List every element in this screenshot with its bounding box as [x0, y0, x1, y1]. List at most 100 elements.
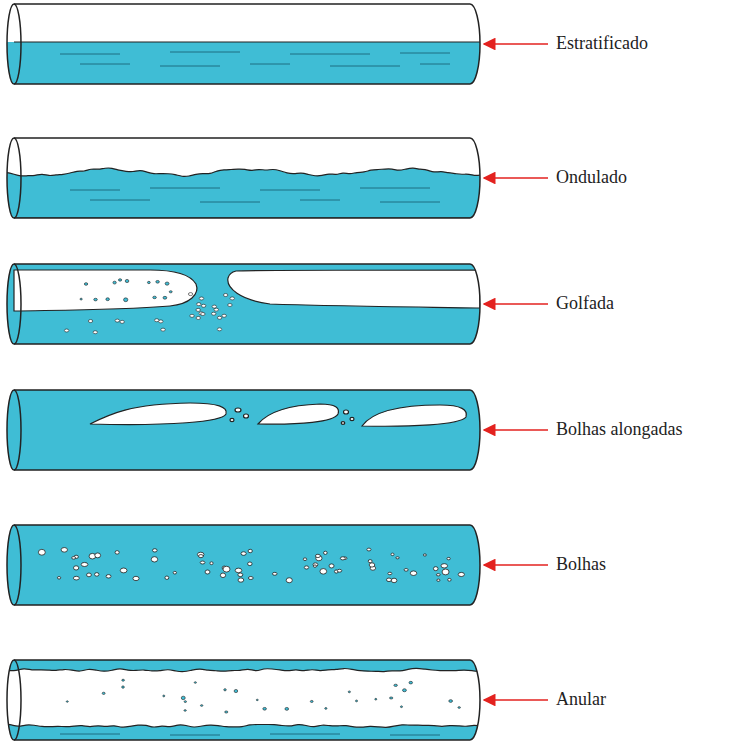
bubble	[386, 578, 391, 582]
bubble	[196, 316, 200, 319]
bubble	[88, 320, 92, 323]
pipe-wall	[14, 660, 480, 740]
flow-pattern-label: Bolhas alongadas	[556, 419, 682, 441]
pipe-outline	[7, 390, 548, 470]
bubble	[152, 549, 157, 552]
bubble	[64, 329, 68, 332]
bubble	[122, 686, 125, 688]
bubble	[159, 320, 163, 323]
bubble	[122, 679, 125, 681]
bubble	[155, 319, 159, 322]
bubble	[38, 549, 45, 555]
flow-pattern-label: Bolhas	[556, 554, 606, 576]
bubble	[200, 561, 205, 564]
leader-arrow	[484, 303, 548, 305]
bubble	[84, 283, 87, 286]
leader-arrow	[484, 429, 548, 431]
bubble	[93, 331, 97, 334]
flow-pattern-label: Anular	[556, 689, 606, 711]
bubble	[337, 569, 342, 572]
pipe-outline	[7, 4, 548, 84]
bubble	[436, 574, 440, 576]
bubble	[106, 298, 110, 301]
bubble	[396, 557, 399, 559]
leader-arrow	[484, 564, 548, 566]
pipe-outline	[7, 138, 548, 218]
bubble	[409, 681, 413, 684]
bubble	[115, 551, 119, 555]
bubble	[310, 700, 313, 702]
bubble	[228, 304, 232, 307]
bubble	[205, 570, 210, 574]
pipe-wall	[14, 264, 480, 344]
pipe-wall	[14, 4, 480, 84]
bubble	[449, 700, 453, 703]
bubble	[197, 303, 201, 306]
leader-arrow	[484, 699, 548, 701]
pipe-opening	[7, 4, 21, 84]
bubble	[222, 314, 226, 317]
bubble	[94, 298, 98, 301]
stratified-pipe	[0, 42, 490, 84]
bubble	[113, 281, 116, 284]
bubble	[214, 308, 218, 311]
bubble	[124, 298, 128, 302]
bubble	[285, 707, 289, 710]
bubble	[73, 566, 78, 570]
bubble	[223, 566, 230, 572]
bubble	[147, 281, 150, 283]
bubble	[225, 711, 228, 713]
bubble	[201, 304, 205, 307]
bubble	[125, 279, 129, 282]
bubble	[238, 578, 244, 582]
bubble	[165, 282, 169, 285]
bubble	[348, 691, 350, 693]
bubble	[200, 705, 202, 707]
bubble	[161, 328, 165, 331]
pipe-opening	[7, 660, 21, 740]
bubble	[181, 696, 185, 699]
bubble	[80, 298, 82, 300]
bubble	[153, 296, 157, 299]
pipe-opening	[7, 390, 21, 470]
bubble	[433, 567, 438, 571]
bubble	[248, 549, 252, 552]
pipe-opening	[7, 525, 21, 605]
bubble	[375, 698, 377, 700]
bubble	[115, 319, 119, 322]
bubble	[367, 548, 371, 551]
bubble	[400, 706, 402, 708]
bubble	[120, 320, 124, 323]
pipe-opening	[7, 138, 21, 218]
bubble	[217, 316, 221, 319]
bubble	[169, 291, 172, 293]
bubble	[156, 280, 160, 283]
annular-pipe	[0, 660, 490, 740]
bubble	[66, 701, 68, 702]
bubble	[442, 569, 449, 575]
bubble	[423, 554, 426, 556]
bubble	[391, 553, 394, 556]
bubble	[210, 562, 213, 565]
bubble	[188, 293, 192, 296]
bubble-pipe	[0, 525, 490, 605]
bubble	[340, 557, 345, 560]
elongated-bubble-pipe	[0, 390, 490, 470]
bubble	[163, 695, 165, 697]
bubble	[120, 568, 127, 573]
bubble	[95, 553, 101, 558]
pipe-outline	[7, 660, 548, 740]
bubble	[458, 572, 464, 576]
bubble	[165, 576, 169, 579]
bubble	[410, 571, 416, 576]
bubble	[199, 297, 203, 300]
bubble	[403, 689, 407, 692]
bubble	[72, 557, 76, 560]
bubble	[313, 563, 318, 567]
bubble	[61, 548, 67, 553]
bubble	[196, 308, 200, 311]
bubble	[369, 563, 375, 567]
bubble	[458, 707, 461, 709]
bubble	[286, 578, 292, 583]
slug-pipe	[0, 264, 490, 344]
